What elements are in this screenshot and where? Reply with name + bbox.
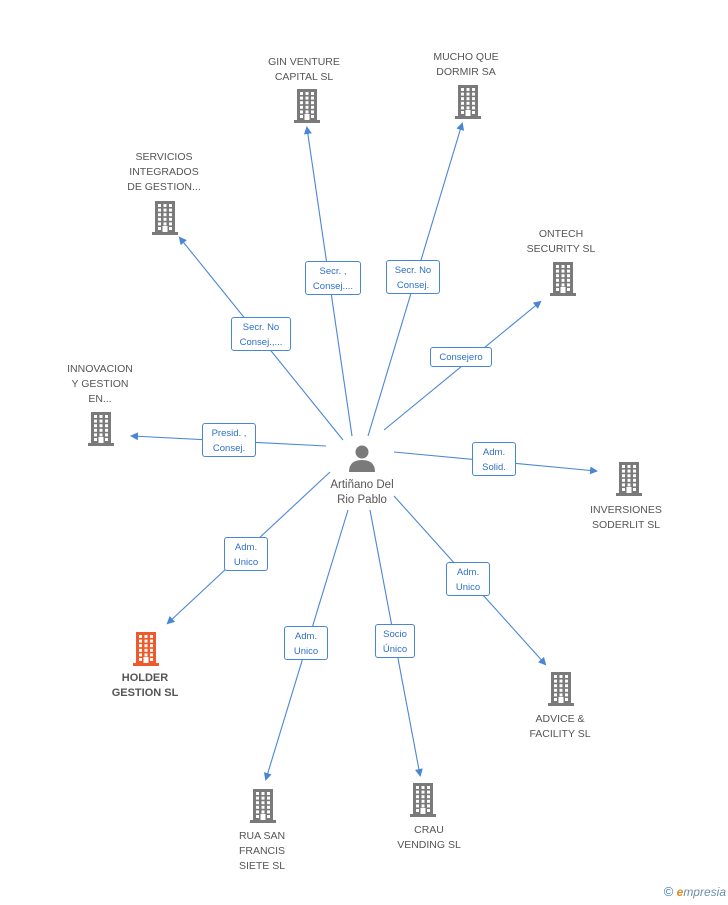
- edge-label-innovacion[interactable]: Presid. , Consej.: [202, 423, 256, 457]
- company-label-inversiones[interactable]: INVERSIONES SODERLIT SL: [590, 504, 662, 531]
- building-icon-servicios[interactable]: [152, 201, 178, 235]
- company-label-ontech[interactable]: ONTECH SECURITY SL: [526, 228, 596, 255]
- building-icon-gin[interactable]: [294, 89, 320, 123]
- building-icon-advice[interactable]: [548, 672, 574, 706]
- company-label-holder[interactable]: HOLDER GESTION SL: [111, 672, 179, 699]
- building-icon-holder[interactable]: [133, 632, 159, 666]
- building-icon-inversiones[interactable]: [616, 462, 642, 496]
- company-label-innovacion[interactable]: INNOVACION Y GESTION EN...: [67, 363, 133, 405]
- building-icon-mucho[interactable]: [455, 85, 481, 119]
- brand-e: e: [676, 885, 684, 899]
- footer-brand: © empresia: [664, 884, 726, 899]
- company-label-rua[interactable]: RUA SAN FRANCIS SIETE SL: [238, 830, 286, 872]
- building-icon-crau[interactable]: [410, 783, 436, 817]
- edge-label-ontech[interactable]: Consejero: [430, 347, 492, 367]
- edge-label-servicios[interactable]: Secr. No Consej.,...: [231, 317, 291, 351]
- building-icon-ontech[interactable]: [550, 262, 576, 296]
- building-icon-rua[interactable]: [250, 789, 276, 823]
- company-label-advice[interactable]: ADVICE & FACILITY SL: [529, 713, 591, 740]
- brand-text: mpresia: [683, 885, 726, 899]
- company-label-gin[interactable]: GIN VENTURE CAPITAL SL: [268, 56, 340, 83]
- center-person-label[interactable]: Artiñano Del Rio Pablo: [330, 479, 394, 506]
- edge-label-gin[interactable]: Secr. , Consej....: [305, 261, 361, 295]
- company-label-servicios[interactable]: SERVICIOS INTEGRADOS DE GESTION...: [127, 151, 201, 193]
- edge-label-inversiones[interactable]: Adm. Solid.: [472, 442, 516, 476]
- company-label-mucho[interactable]: MUCHO QUE DORMIR SA: [433, 51, 499, 78]
- person-icon[interactable]: [349, 445, 375, 473]
- copyright-icon: ©: [663, 884, 674, 899]
- edge-label-holder[interactable]: Adm. Unico: [224, 537, 268, 571]
- building-icon-innovacion[interactable]: [88, 412, 114, 446]
- edge-label-advice[interactable]: Adm. Unico: [446, 562, 490, 596]
- edge-label-crau[interactable]: Socio Único: [375, 624, 415, 658]
- company-label-crau[interactable]: CRAU VENDING SL: [397, 824, 461, 851]
- edge-label-rua[interactable]: Adm. Unico: [284, 626, 328, 660]
- edge-label-mucho[interactable]: Secr. No Consej.: [386, 260, 440, 294]
